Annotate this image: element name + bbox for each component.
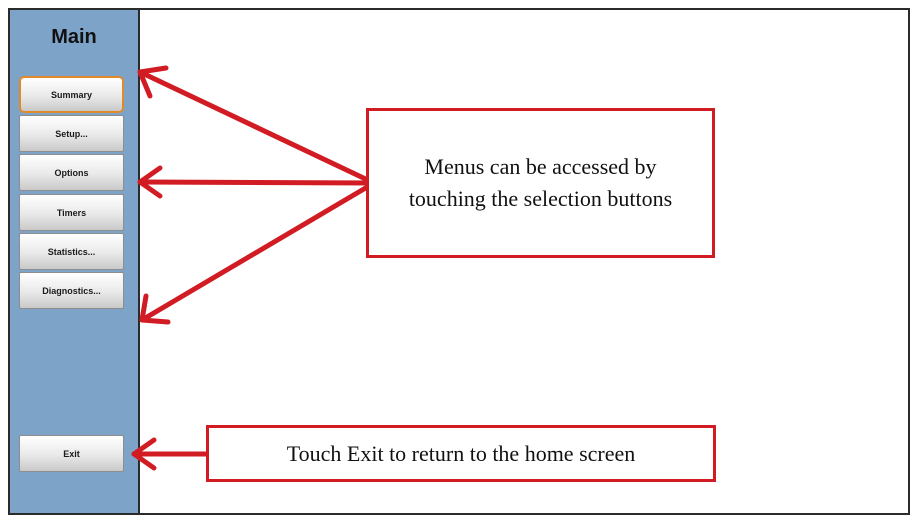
arrowhead-exit bbox=[131, 437, 157, 471]
exit-callout: Touch Exit to return to the home screen bbox=[206, 425, 716, 482]
arrowhead-diagnostics bbox=[139, 293, 171, 325]
sidebar: Main Summary Setup... Options Timers Sta… bbox=[10, 10, 140, 513]
timers-button[interactable]: Timers bbox=[19, 194, 124, 231]
sidebar-title: Main bbox=[51, 26, 97, 48]
diagnostics-button[interactable]: Diagnostics... bbox=[19, 272, 124, 309]
exit-button[interactable]: Exit bbox=[19, 435, 124, 472]
arrow-to-options bbox=[137, 179, 377, 186]
arrowhead-summary bbox=[137, 65, 169, 99]
arrow-to-diagnostics bbox=[139, 180, 377, 323]
setup-button[interactable]: Setup... bbox=[19, 115, 124, 152]
arrowhead-options bbox=[137, 165, 163, 199]
arrow-to-summary bbox=[137, 69, 377, 186]
menus-callout: Menus can be accessed by touching the se… bbox=[366, 108, 715, 258]
options-button[interactable]: Options bbox=[19, 154, 124, 191]
statistics-button[interactable]: Statistics... bbox=[19, 233, 124, 270]
summary-button[interactable]: Summary bbox=[19, 76, 124, 113]
